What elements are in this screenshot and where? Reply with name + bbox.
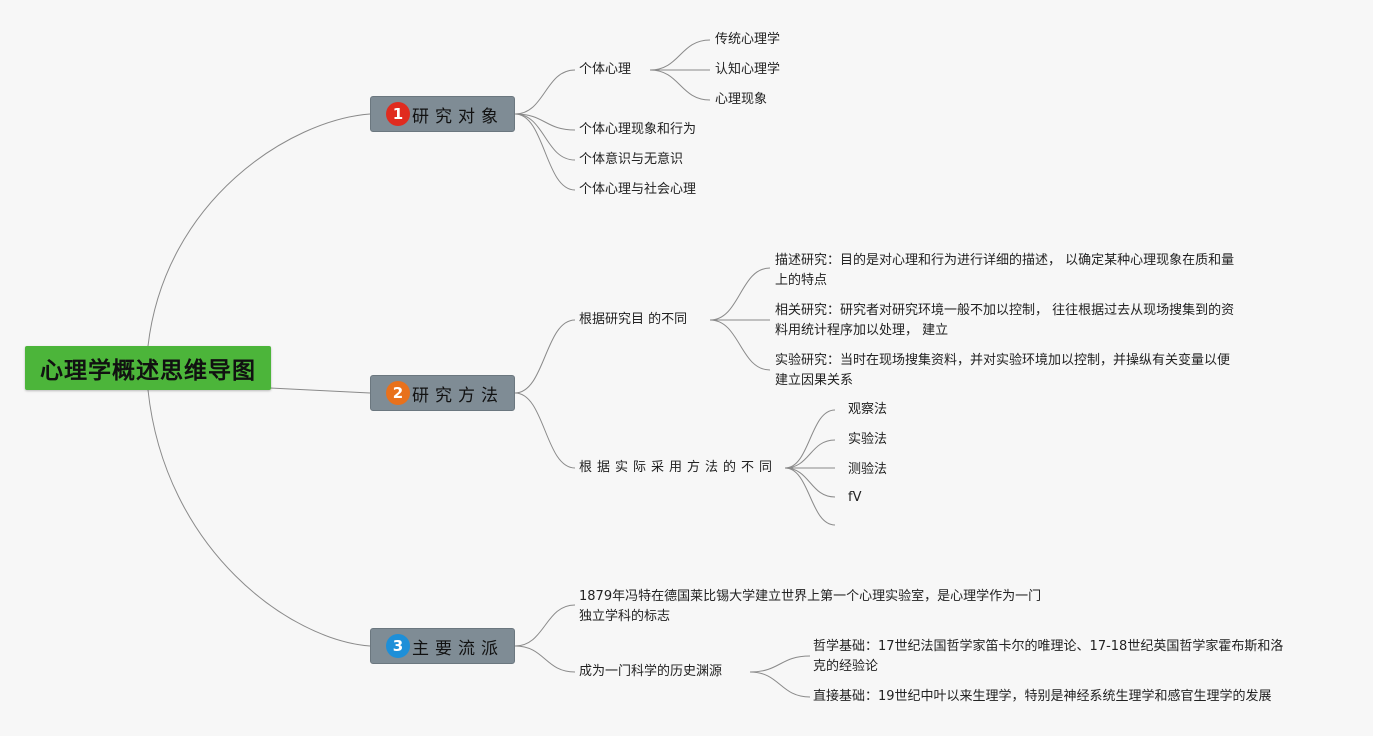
number-3-icon: 3 bbox=[386, 634, 410, 658]
node-direct-basis[interactable]: 直接基础：19世纪中叶以来生理学，特别是神经系统生理学和感官生理学的发展 bbox=[813, 687, 1272, 707]
node-philosophical-basis[interactable]: 哲学基础：17世纪法国哲学家笛卡尔的唯理论、17-18世纪英国哲学家霍布斯和洛 … bbox=[813, 637, 1283, 677]
number-2-icon: 2 bbox=[386, 381, 410, 405]
text-line: 建立因果关系 bbox=[775, 373, 854, 388]
node-cognitive-psychology[interactable]: 认知心理学 bbox=[715, 62, 781, 77]
branch-title: 主要流派 bbox=[412, 638, 504, 659]
link-c32-g2 bbox=[749, 671, 811, 698]
node-by-method[interactable]: 根据实际采用方法的不同 bbox=[579, 460, 778, 475]
text-line: 料用统计程序加以处理， 建立 bbox=[775, 323, 949, 338]
text-line: 哲学基础：17世纪法国哲学家笛卡尔的唯理论、17-18世纪英国哲学家霍布斯和洛 bbox=[813, 639, 1284, 654]
link-b3-c1 bbox=[514, 604, 576, 647]
text-line: 相关研究：研究者对研究环境一般不加以控制， 往往根据过去从现场搜集到的资 bbox=[775, 303, 1235, 318]
node-historical-origins[interactable]: 成为一门科学的历史渊源 bbox=[579, 664, 723, 679]
link-c32-g1 bbox=[749, 655, 811, 673]
link-b3-c2 bbox=[514, 645, 576, 673]
node-consciousness[interactable]: 个体意识与无意识 bbox=[579, 152, 684, 167]
number-1-icon: 1 bbox=[386, 102, 410, 126]
link-c21-g3 bbox=[709, 319, 771, 371]
link-c22-g1 bbox=[784, 409, 836, 469]
node-by-purpose[interactable]: 根据研究目 的不同 bbox=[579, 312, 688, 327]
branch-research-object[interactable]: 1 研究对象 bbox=[370, 96, 515, 132]
node-individual-psychology[interactable]: 个体心理 bbox=[579, 62, 632, 77]
link-root-b1 bbox=[147, 113, 371, 347]
node-observation[interactable]: 观察法 bbox=[848, 402, 888, 417]
text-line: 实验研究：当时在现场搜集资料，并对实验环境加以控制，并操纵有关变量以便 bbox=[775, 353, 1231, 368]
node-fv[interactable]: fV bbox=[848, 490, 862, 505]
text-line: 直接基础：19世纪中叶以来生理学，特别是神经系统生理学和感官生理学的发展 bbox=[813, 689, 1272, 704]
link-root-b2 bbox=[269, 387, 371, 394]
text-line: 独立学科的标志 bbox=[579, 609, 671, 624]
link-c1-g3 bbox=[649, 69, 711, 101]
link-c21-g1 bbox=[709, 267, 771, 321]
link-b1-c1 bbox=[514, 69, 576, 115]
node-phenomena-behavior[interactable]: 个体心理现象和行为 bbox=[579, 122, 697, 137]
link-c22-g4 bbox=[784, 467, 836, 498]
root-node-title[interactable]: 心理学概述思维导图 bbox=[25, 346, 271, 390]
text-line: 1879年冯特在德国莱比锡大学建立世界上第一个心理实验室，是心理学作为一门 bbox=[579, 589, 1042, 604]
node-traditional-psychology[interactable]: 传统心理学 bbox=[715, 32, 781, 47]
link-b2-c1 bbox=[514, 319, 576, 394]
node-experiment[interactable]: 实验法 bbox=[848, 432, 888, 447]
text-line: 上的特点 bbox=[775, 273, 828, 288]
node-test[interactable]: 测验法 bbox=[848, 462, 888, 477]
branch-title: 研究对象 bbox=[412, 106, 504, 127]
link-root-b3 bbox=[147, 389, 371, 647]
branch-title: 研究方法 bbox=[412, 385, 504, 406]
node-descriptive-research[interactable]: 描述研究：目的是对心理和行为进行详细的描述， 以确定某种心理现象在质和量 上的特… bbox=[775, 251, 1234, 291]
link-b1-c4 bbox=[514, 113, 576, 191]
branch-research-methods[interactable]: 2 研究方法 bbox=[370, 375, 515, 411]
text-line: 描述研究：目的是对心理和行为进行详细的描述， 以确定某种心理现象在质和量 bbox=[775, 253, 1235, 268]
link-c22-g2 bbox=[784, 439, 836, 469]
node-experimental-research[interactable]: 实验研究：当时在现场搜集资料，并对实验环境加以控制，并操纵有关变量以便 建立因果… bbox=[775, 351, 1230, 391]
link-b1-c3 bbox=[514, 113, 576, 161]
link-c22-g5 bbox=[784, 467, 836, 526]
link-b1-c2 bbox=[514, 113, 576, 131]
link-b2-c2 bbox=[514, 392, 576, 469]
node-wundt-1879[interactable]: 1879年冯特在德国莱比锡大学建立世界上第一个心理实验室，是心理学作为一门 独立… bbox=[579, 587, 1041, 627]
node-psychological-phenomena[interactable]: 心理现象 bbox=[715, 92, 768, 107]
branch-main-schools[interactable]: 3 主要流派 bbox=[370, 628, 515, 664]
node-correlational-research[interactable]: 相关研究：研究者对研究环境一般不加以控制， 往往根据过去从现场搜集到的资 料用统… bbox=[775, 301, 1234, 341]
text-line: 克的经验论 bbox=[813, 659, 879, 674]
node-social-psychology[interactable]: 个体心理与社会心理 bbox=[579, 182, 697, 197]
link-c1-g1 bbox=[649, 39, 711, 71]
